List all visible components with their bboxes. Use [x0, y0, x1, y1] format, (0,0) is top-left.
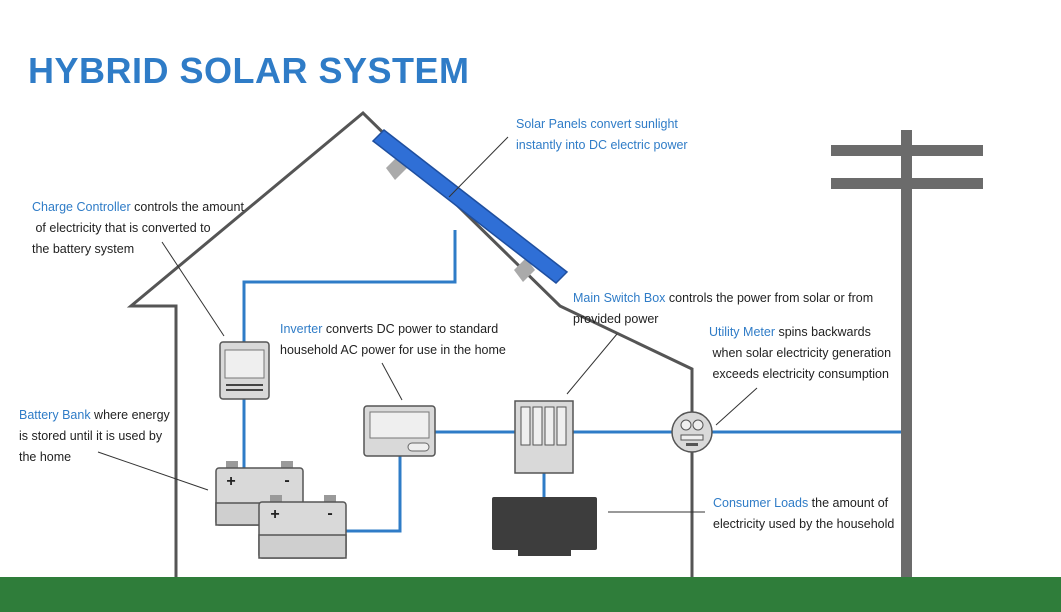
wiring [242, 230, 905, 533]
utility-meter-leader [715, 387, 758, 426]
battery-bank-desc-3: the home [19, 450, 72, 464]
panel-to-controller-wire [242, 230, 457, 342]
consumer-loads-desc-2: electricity used by the household [713, 517, 895, 531]
utility-meter-desc-2: when solar electricity generation [709, 346, 892, 360]
main-switch-box-desc-1: controls the power from solar or from [665, 291, 874, 305]
utility-meter-annotation: Utility Meter spins backwards when solar… [709, 322, 891, 385]
solar-panels-label: Solar Panels convert sunlight [516, 117, 678, 131]
charge-controller [219, 341, 270, 400]
leader-lines [97, 136, 758, 513]
solar-panels-leader [448, 136, 509, 198]
utility-meter [671, 411, 713, 453]
battery-1-plus: + [226, 473, 235, 490]
charge-controller-desc-2: of electricity that is converted to [32, 221, 211, 235]
consumer-loads-annotation: Consumer Loads the amount of electricity… [713, 493, 894, 535]
battery-bank-label: Battery Bank [19, 408, 91, 422]
page-title: HYBRID SOLAR SYSTEM [28, 50, 470, 91]
inverter [363, 405, 436, 457]
consumer-loads-tv [492, 497, 597, 556]
charge-controller-desc-1: controls the amount [130, 200, 244, 214]
battery-bank-annotation: Battery Bank where energy is stored unti… [19, 405, 170, 468]
consumer-loads-desc-1: the amount of [808, 496, 889, 510]
charge-controller-leader [161, 241, 225, 337]
solar-panel-surface [371, 129, 569, 284]
main-switch-box-leader [566, 333, 618, 395]
solar-panels-annotation: Solar Panels convert sunlight instantly … [516, 114, 688, 156]
ground [0, 577, 1061, 612]
battery-2-minus: - [327, 505, 332, 522]
inverter-leader [381, 362, 403, 401]
battery-bank-desc-2: is stored until it is used by [19, 429, 163, 443]
panel-mount-lower [514, 258, 535, 282]
main-switch-box-annotation: Main Switch Box controls the power from … [573, 288, 873, 330]
charge-controller-annotation: Charge Controller controls the amount of… [32, 197, 244, 260]
utility-pole [831, 130, 983, 578]
main-switch-box-label: Main Switch Box [573, 291, 666, 305]
battery-bank-leader [97, 451, 209, 491]
charge-controller-desc-3: the battery system [32, 242, 135, 256]
house-outline [126, 110, 694, 577]
battery-2-plus: + [270, 506, 279, 523]
solar-panel [371, 129, 569, 284]
charge-controller-label: Charge Controller [32, 200, 131, 214]
solar-panels-desc: instantly into DC electric power [516, 138, 688, 152]
utility-meter-desc-3: exceeds electricity consumption [709, 367, 889, 381]
battery-to-inverter-wire [346, 454, 402, 533]
main-switch-box [514, 400, 574, 474]
inverter-desc-1: converts DC power to standard [322, 322, 499, 336]
consumer-loads-label: Consumer Loads [713, 496, 809, 510]
battery-2 [258, 495, 347, 559]
main-switch-box-desc-2: provided power [573, 312, 659, 326]
utility-meter-label: Utility Meter [709, 325, 775, 339]
inverter-desc-2: household AC power for use in the home [280, 343, 506, 357]
battery-1-minus: - [284, 472, 289, 489]
battery-bank-desc-1: where energy [90, 408, 170, 422]
inverter-label: Inverter [280, 322, 323, 336]
utility-meter-desc-1: spins backwards [774, 325, 871, 339]
inverter-annotation: Inverter converts DC power to standard h… [280, 319, 506, 361]
